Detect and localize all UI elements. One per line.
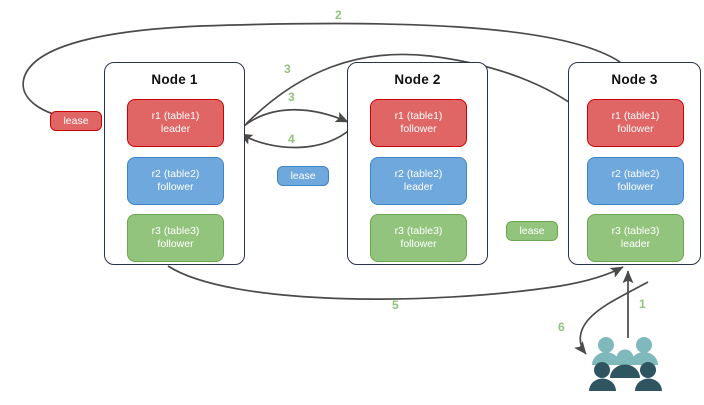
lease-label: lease (290, 170, 316, 182)
replica-node2-r2[interactable]: r2 (table2) leader (370, 157, 467, 205)
arrow-step-5 (167, 265, 624, 300)
replica-role: leader (403, 181, 434, 193)
step-label-1: 1 (639, 297, 646, 311)
node-box-node1[interactable]: Node 1 r1 (table1) leader r2 (table2) fo… (104, 62, 245, 265)
step-label-2: 2 (335, 8, 342, 22)
replica-name: r2 (table2) (611, 168, 660, 180)
replica-role: follower (400, 123, 437, 135)
arrow-step-3-to-node2 (243, 108, 349, 127)
replica-name: r2 (table2) (151, 168, 200, 180)
lease-label: lease (63, 115, 89, 127)
arrow-step-4 (239, 127, 353, 149)
lease-badge-table3[interactable]: lease (506, 221, 558, 241)
replica-node3-r2[interactable]: r2 (table2) follower (587, 157, 684, 205)
lease-badge-table2[interactable]: lease (277, 166, 329, 186)
replica-role: follower (157, 238, 194, 250)
step-label-3a: 3 (284, 62, 291, 76)
replica-name: r3 (table3) (611, 225, 660, 237)
node-box-node3[interactable]: Node 3 r1 (table1) follower r2 (table2) … (568, 62, 701, 265)
replica-node1-r1[interactable]: r1 (table1) leader (127, 99, 224, 147)
people-group-icon[interactable] (588, 334, 662, 394)
step-label-4: 4 (288, 132, 295, 146)
replica-name: r1 (table1) (611, 110, 660, 122)
lease-badge-table1[interactable]: lease (50, 111, 102, 131)
replica-name: r3 (table3) (394, 225, 443, 237)
step-label-5: 5 (392, 298, 399, 312)
replica-role: follower (617, 123, 654, 135)
replica-role: leader (160, 123, 191, 135)
replica-node3-r1[interactable]: r1 (table1) follower (587, 99, 684, 147)
node-box-node2[interactable]: Node 2 r1 (table1) follower r2 (table2) … (347, 62, 488, 265)
replica-role: follower (400, 238, 437, 250)
replica-name: r1 (table1) (394, 110, 443, 122)
replica-name: r2 (table2) (394, 168, 443, 180)
replica-node1-r2[interactable]: r2 (table2) follower (127, 157, 224, 205)
replica-node1-r3[interactable]: r3 (table3) follower (127, 214, 224, 262)
node-title-node3: Node 3 (611, 72, 658, 87)
step-label-3b: 3 (288, 90, 295, 104)
replica-node3-r3[interactable]: r3 (table3) leader (587, 214, 684, 262)
step-label-6: 6 (558, 320, 565, 334)
node-title-node1: Node 1 (151, 72, 198, 87)
replica-role: follower (617, 181, 654, 193)
replica-name: r3 (table3) (151, 225, 200, 237)
replica-name: r1 (table1) (151, 110, 200, 122)
replica-node2-r3[interactable]: r3 (table3) follower (370, 214, 467, 262)
replica-node2-r1[interactable]: r1 (table1) follower (370, 99, 467, 147)
node-title-node2: Node 2 (394, 72, 441, 87)
lease-label: lease (519, 225, 545, 237)
replica-role: follower (157, 181, 194, 193)
replica-role: leader (620, 238, 651, 250)
